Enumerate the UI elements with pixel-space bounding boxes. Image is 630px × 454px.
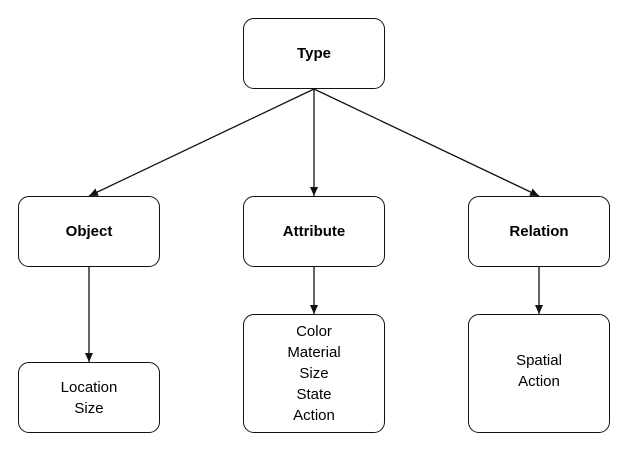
node-attribute-details: Color Material Size State Action (243, 314, 385, 433)
attribute-detail-action: Action (293, 407, 335, 424)
object-detail-location: Location (60, 378, 118, 396)
node-attribute: Attribute (243, 196, 385, 267)
edge-type-relation (313, 88, 540, 197)
attribute-detail-size: Size (299, 365, 329, 382)
node-relation: Relation (468, 196, 610, 267)
node-attribute-label: Attribute (282, 223, 346, 240)
node-object-details: Location Size (18, 362, 160, 433)
relation-detail-spatial: Spatial (516, 352, 562, 369)
attribute-detail-material: Material (287, 344, 341, 361)
node-object: Object (18, 196, 160, 267)
edge-type-object (88, 88, 315, 197)
attribute-detail-color: Color (296, 323, 332, 340)
node-type: Type (243, 18, 385, 89)
attribute-detail-state: State (296, 386, 332, 403)
node-relation-details: Spatial Action (468, 314, 610, 433)
object-detail-size: Size (74, 399, 104, 417)
node-object-label: Object (65, 223, 113, 240)
relation-detail-action: Action (518, 373, 560, 390)
node-relation-label: Relation (509, 223, 569, 240)
node-type-label: Type (297, 45, 331, 62)
